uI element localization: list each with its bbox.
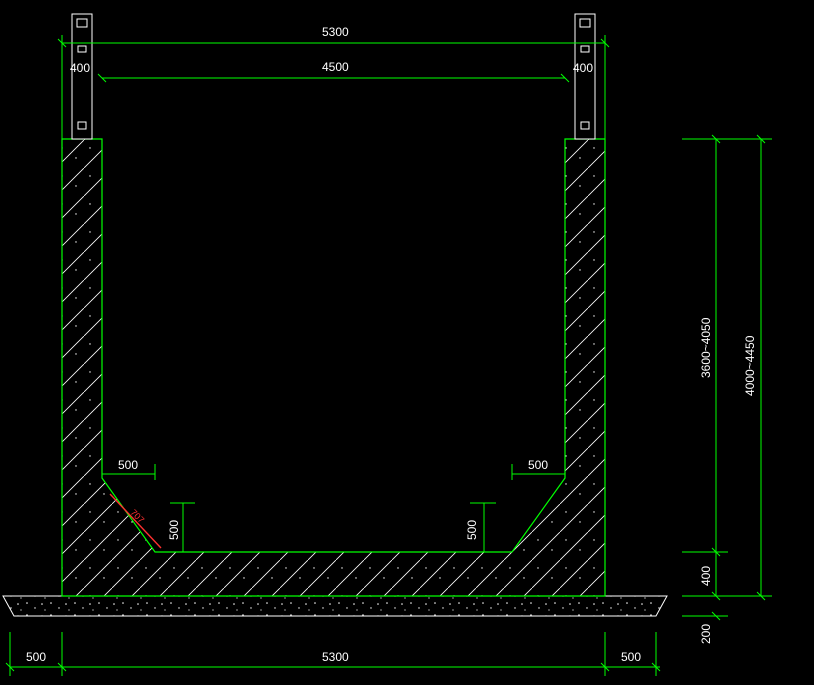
dim-base-thickness: 200 (699, 624, 713, 644)
dim-post-right: 400 (573, 61, 593, 75)
haunch-dimensions (102, 464, 565, 552)
dim-slab-thickness: 400 (699, 566, 713, 586)
dim-haunch-right-w: 500 (528, 458, 548, 472)
top-dimensions (57, 35, 610, 139)
dim-haunch-left-w: 500 (118, 458, 138, 472)
height-dimensions (682, 134, 772, 621)
bottom-dimensions (5, 632, 661, 676)
foundation-base (2, 595, 668, 617)
dim-total-height: 4000~4450 (743, 335, 757, 396)
channel-body (61, 138, 606, 597)
dim-haunch-left-h: 500 (167, 520, 181, 540)
dim-bottom-left: 500 (26, 650, 46, 664)
dim-top-inner: 4500 (322, 60, 349, 74)
dim-post-left: 400 (70, 61, 90, 75)
left-post (71, 13, 93, 140)
haunch-diagonal-marker (109, 493, 162, 549)
right-post (574, 13, 596, 140)
dim-top-outer: 5300 (322, 25, 349, 39)
dim-haunch-right-h: 500 (465, 520, 479, 540)
dim-wall-height: 3600~4050 (699, 317, 713, 378)
dim-bottom-center: 5300 (322, 650, 349, 664)
dim-bottom-right: 500 (621, 650, 641, 664)
